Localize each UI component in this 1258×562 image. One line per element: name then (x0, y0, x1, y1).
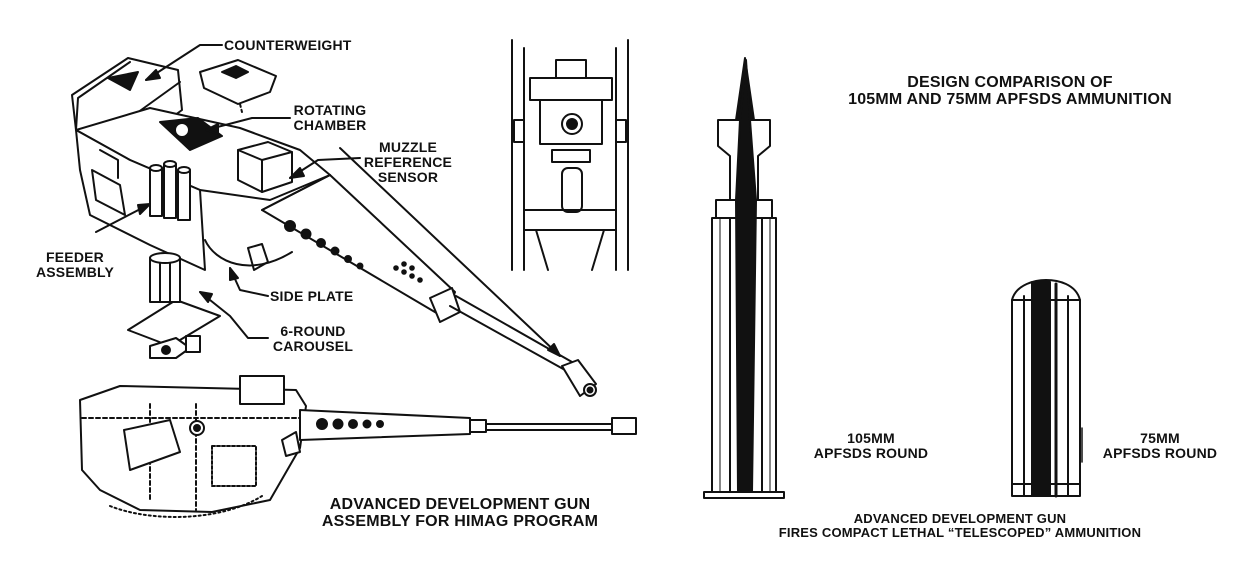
label-carousel-line1: 6-ROUND (280, 323, 346, 339)
label-105mm-line2: APFSDS ROUND (813, 445, 929, 461)
label-muzzle-line2: REFERENCE (363, 154, 453, 170)
label-rotating-chamber-line1: ROTATING (293, 102, 367, 118)
label-muzzle-line1: MUZZLE (379, 139, 437, 155)
ammo-title-line2: 105MM AND 75MM APFSDS AMMUNITION (848, 91, 1172, 108)
label-rotating-chamber-line2: CHAMBER (293, 117, 367, 133)
label-105mm-line1: 105MM (847, 430, 895, 446)
ammo-title-line1: DESIGN COMPARISON OF (907, 74, 1113, 91)
label-6-round-carousel: 6-ROUND CAROUSEL (268, 324, 358, 354)
label-feeder-line2: ASSEMBLY (35, 264, 115, 280)
label-feeder-assembly: FEEDER ASSEMBLY (20, 250, 130, 280)
label-muzzle-line3: SENSOR (377, 169, 439, 185)
label-75mm-line1: 75MM (1140, 430, 1180, 446)
gun-caption-line2: ASSEMBLY FOR HIMAG PROGRAM (321, 513, 599, 530)
round-105mm-drawing (703, 57, 785, 499)
gun-caption-line1: ADVANCED DEVELOPMENT GUN (329, 496, 591, 513)
front-view-drawing (511, 39, 629, 271)
ammo-caption-line2: FIRES COMPACT LETHAL “TELESCOPED” AMMUNI… (778, 525, 1142, 540)
label-counterweight: COUNTERWEIGHT (224, 37, 352, 53)
label-75mm-line2: APFSDS ROUND (1102, 445, 1218, 461)
ammo-title: DESIGN COMPARISON OF 105MM AND 75MM APFS… (790, 74, 1230, 108)
label-105mm-round: 105MM APFSDS ROUND (806, 431, 936, 461)
gun-caption: ADVANCED DEVELOPMENT GUN ASSEMBLY FOR HI… (275, 496, 645, 530)
label-muzzle-reference-sensor: MUZZLE REFERENCE SENSOR (358, 140, 458, 185)
ammo-caption: ADVANCED DEVELOPMENT GUN FIRES COMPACT L… (700, 512, 1220, 540)
ammo-caption-line1: ADVANCED DEVELOPMENT GUN (853, 511, 1067, 526)
label-carousel-line2: CAROUSEL (272, 338, 354, 354)
isometric-gun-drawing (71, 57, 597, 397)
label-75mm-round: 75MM APFSDS ROUND (1090, 431, 1230, 461)
callout-leaders (95, 44, 1083, 463)
side-view-drawing (79, 375, 637, 518)
label-rotating-chamber: ROTATING CHAMBER (290, 103, 370, 133)
label-feeder-line1: FEEDER (46, 249, 104, 265)
round-75mm-drawing (1011, 279, 1081, 498)
label-side-plate: SIDE PLATE (270, 288, 354, 304)
